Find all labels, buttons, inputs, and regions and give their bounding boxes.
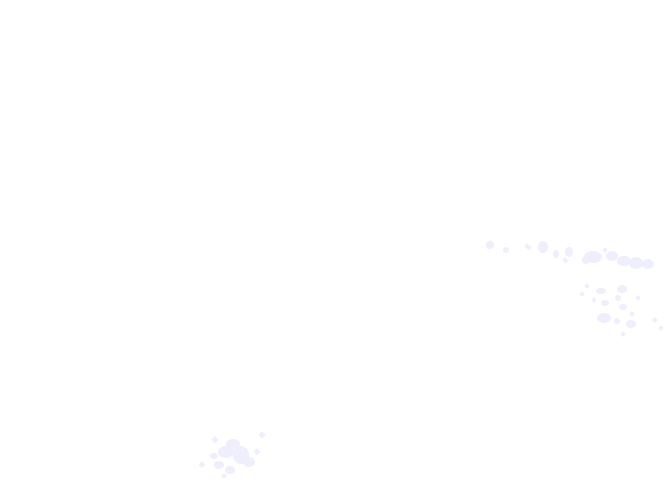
speckle-cluster-upper-right (486, 241, 654, 269)
speckle-cluster-right (579, 283, 664, 337)
speckle-cluster-bottom-left (198, 431, 266, 479)
